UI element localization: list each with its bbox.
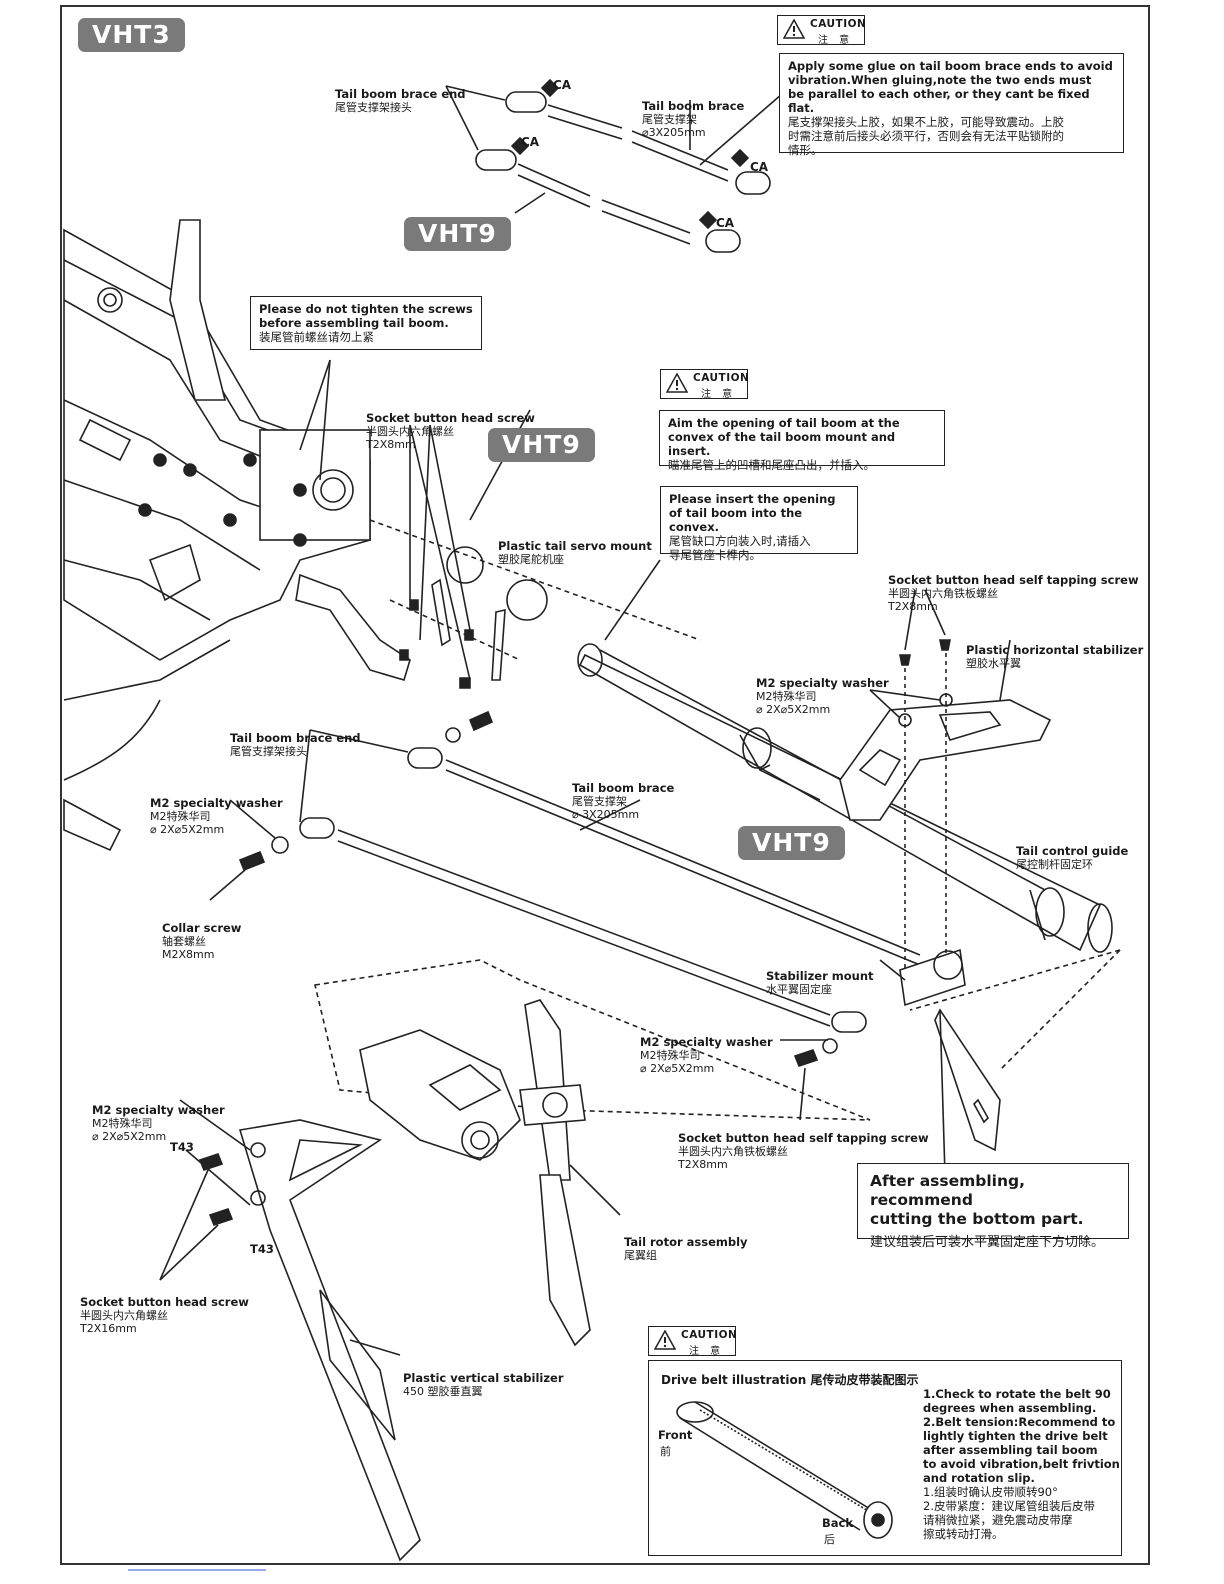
sub-code-badge: VHT9 — [404, 217, 511, 251]
insert-note: Please insert the opening of tail boom i… — [660, 486, 858, 562]
belt-title: Drive belt illustration 尾传动皮带装配图示 — [661, 1373, 919, 1387]
horizontal-stabilizer — [839, 589, 1052, 1000]
warning-icon — [666, 373, 688, 393]
tail-boom — [577, 559, 1113, 953]
ca-marker: CA — [521, 135, 540, 149]
t43-marker: T43 — [170, 1140, 194, 1154]
belt-sketch — [676, 1401, 893, 1539]
aim-caution-note: Aim the opening of tail boom at the conv… — [659, 410, 945, 472]
cut-bottom-note: After assembling, recommend cutting the … — [857, 1163, 1129, 1250]
ca-marker: CA — [750, 160, 769, 174]
caution-glue-note: Apply some glue on tail boom brace ends … — [779, 53, 1124, 157]
drive-belt-panel: Drive belt illustration 尾传动皮带装配图示 1.Chec… — [648, 1360, 1122, 1556]
lower-brace-parts — [209, 710, 921, 1121]
warning-icon — [654, 1330, 676, 1350]
belt-back-label: Back — [822, 1516, 853, 1530]
belt-step-2-zh: 2.皮带紧度：建议尾管组装后皮带 请稍微拉紧，避免震动皮带摩 擦或转动打滑。 — [923, 1499, 1095, 1541]
t43-marker: T43 — [250, 1242, 274, 1256]
belt-step-1-zh: 1.组装时确认皮带顺转90° — [923, 1485, 1058, 1499]
servo-mount-parts — [369, 409, 701, 689]
sub-code-badge: VHT9 — [738, 826, 845, 860]
belt-back-zh: 后 — [824, 1533, 835, 1546]
belt-front-label: Front — [658, 1428, 693, 1442]
main-frame — [63, 219, 411, 852]
sub-code-badge: VHT9 — [488, 428, 595, 462]
belt-front-zh: 前 — [660, 1445, 671, 1458]
top-brace-parts — [445, 78, 783, 253]
page-frame — [60, 5, 1150, 1565]
ca-marker: CA — [716, 216, 735, 230]
stabilizer-mount — [879, 948, 1121, 1176]
warning-icon — [783, 19, 805, 39]
belt-step-2: 2.Belt tension:Recommend to lightly tigh… — [923, 1415, 1120, 1485]
ca-marker: CA — [553, 78, 572, 92]
screws-note: Please do not tighten the screws before … — [250, 296, 482, 350]
vertical-stabilizer — [159, 1099, 421, 1562]
belt-step-1: 1.Check to rotate the belt 90 degrees wh… — [923, 1387, 1111, 1415]
tail-rotor-assembly — [314, 959, 871, 1347]
step-code-badge: VHT3 — [78, 18, 185, 52]
